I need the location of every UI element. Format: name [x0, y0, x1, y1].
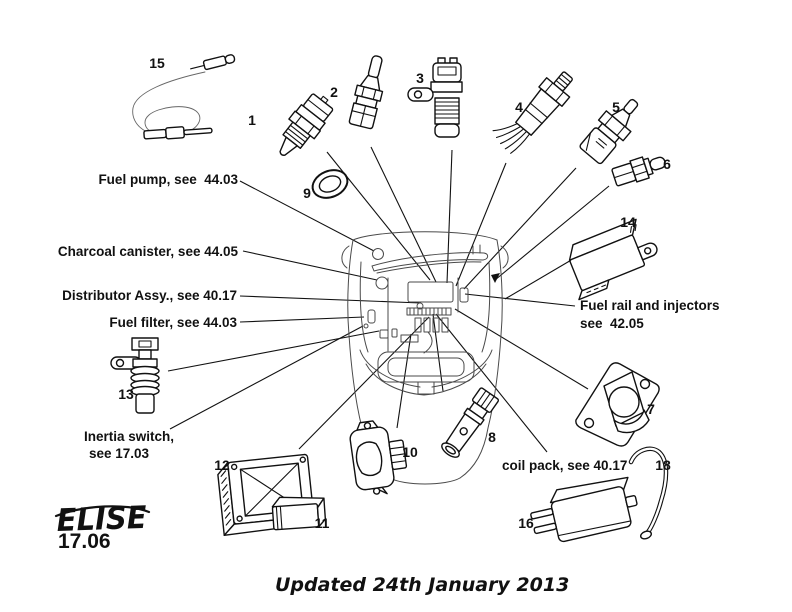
part-10-throttle-sensor: [349, 420, 408, 495]
callout-1: 1: [248, 112, 256, 128]
label-charcoal-canister: Charcoal canister, see 44.05: [58, 244, 239, 259]
leader-distributor: [239, 295, 422, 304]
label-inertia-switch-line2: see 17.03: [89, 446, 150, 461]
car-chassis-outline: [341, 231, 509, 485]
callout-11: 11: [315, 515, 330, 531]
part-13-crank-sensor: [110, 337, 160, 414]
part-5-sensor: [579, 98, 639, 165]
label-distributor: Distributor Assy., see 40.17: [62, 288, 237, 303]
part-16-relay: [530, 476, 638, 543]
leader-part7: [454, 308, 589, 390]
label-fuel-rail-line1: Fuel rail and injectors: [580, 298, 720, 313]
leader-part10: [396, 333, 412, 429]
callout-10: 10: [402, 444, 418, 460]
callout-9: 9: [303, 185, 311, 201]
leader-part6-arrowhead: [491, 273, 500, 283]
branding: ELISE 17.06 Updated 24th January 2013: [54, 500, 569, 596]
charcoal-canister-location: [375, 276, 389, 290]
part-15-thermocouple-cable: [132, 54, 236, 140]
inertia-switch-location: [363, 323, 369, 329]
callout-6: 6: [663, 156, 671, 172]
callout-15: 15: [149, 55, 165, 71]
leader-inertia: [169, 325, 364, 430]
callout-numbers: 15 1 2 3 4 5 6 9 14 13 12 11 10 8 7 18 1…: [118, 55, 671, 531]
part-18-cable: [628, 446, 669, 540]
leader-fuel-pump: [239, 180, 375, 252]
leader-part2: [370, 146, 437, 283]
callout-5: 5: [612, 99, 620, 115]
leader-coil-pack: [435, 313, 548, 453]
callout-4: 4: [515, 99, 523, 115]
fuel-pump-location: [372, 248, 384, 260]
label-fuel-pump: Fuel pump, see 44.03: [98, 172, 238, 187]
leader-part5: [463, 167, 577, 290]
leader-part6: [494, 185, 610, 281]
callout-14: 14: [620, 214, 636, 230]
part-4-oxygen-sensor: [492, 71, 573, 154]
label-coil-pack: coil pack, see 40.17: [502, 458, 627, 473]
part-11-relay-module: [271, 496, 327, 531]
part-9-seal-ring: [311, 169, 349, 199]
callout-18: 18: [655, 457, 671, 473]
callout-2: 2: [330, 84, 338, 100]
leader-part14: [504, 258, 574, 300]
part-7-coil-bracket: [575, 362, 660, 447]
callout-16: 16: [518, 515, 534, 531]
fuel-filter-location: [367, 309, 376, 324]
callout-13: 13: [118, 386, 134, 402]
footer-note: Updated 24th January 2013: [275, 574, 569, 596]
label-inertia-switch-line1: Inertia switch,: [84, 429, 174, 444]
section-number: 17.06: [58, 530, 111, 553]
leader-part12: [298, 316, 430, 450]
part-14-control-module: [568, 218, 658, 301]
callout-3: 3: [416, 70, 424, 86]
part-3-crank-sensor: [407, 57, 463, 138]
leader-part13: [167, 330, 380, 372]
elise-logo-swash: [54, 505, 151, 518]
part-6-temp-switch: [611, 156, 666, 187]
label-fuel-rail-line2: see 42.05: [580, 316, 644, 331]
callout-7: 7: [647, 401, 655, 417]
label-fuel-filter: Fuel filter, see 44.03: [109, 315, 237, 330]
part-8-injector: [441, 387, 500, 458]
part-1-temp-sensor: [279, 93, 334, 156]
leader-fuel-rail: [464, 293, 576, 307]
leader-charcoal: [242, 250, 378, 281]
reference-labels: Fuel pump, see 44.03 Charcoal canister, …: [58, 172, 720, 473]
leader-fuel-filter: [239, 316, 365, 323]
callout-12: 12: [214, 457, 230, 473]
leader-part3: [446, 149, 453, 284]
part-2-temp-sensor: [348, 55, 384, 130]
leader-part4: [455, 162, 507, 287]
callout-8: 8: [488, 429, 496, 445]
